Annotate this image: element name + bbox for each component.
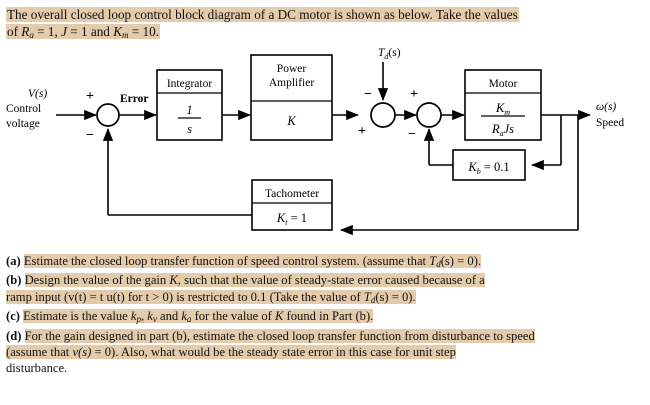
intro-tail: = 10. — [128, 24, 160, 39]
question-d-v: v(s) — [72, 345, 92, 360]
question-c-body: Estimate is the value kp, kv and ka for … — [23, 309, 374, 325]
intro-line-2-text: of Ra = 1, J = 1 and Km = 10. — [6, 24, 161, 40]
question-b-td: T — [363, 289, 371, 304]
question-d-l2-text2: = 0). Also, what would be the steady sta… — [91, 345, 456, 360]
motor-numerator: Km — [495, 101, 510, 117]
tachometer-block — [251, 179, 333, 231]
motor-denominator: RaJs — [491, 122, 514, 138]
question-c-kp: k — [130, 309, 137, 324]
summing-junction-1 — [96, 103, 120, 127]
tachometer-value: Kt = 1 — [276, 211, 307, 227]
question-b-k: K — [169, 273, 178, 288]
motor-block — [464, 69, 542, 141]
question-a: (a) Estimate the closed loop transfer fu… — [6, 253, 644, 272]
question-b-line2: ramp input (v(t) = t u(t) for t > 0) is … — [6, 289, 644, 308]
question-b-tag: (b) — [6, 273, 22, 288]
intro-j: J — [61, 24, 67, 39]
intro-km: K — [113, 24, 122, 39]
question-c-k: K — [275, 309, 284, 324]
integrator-title: Integrator — [167, 78, 213, 90]
question-b-body2: ramp input (v(t) = t u(t) for t > 0) is … — [6, 289, 416, 305]
question-c-kp-sub: p — [136, 314, 141, 325]
back-emf-block — [452, 149, 526, 181]
amplifier-value: K — [286, 114, 296, 128]
power-amplifier-block — [250, 54, 333, 141]
intro-ra: R — [21, 24, 30, 39]
output-label-line1: ω(s) — [596, 101, 616, 113]
integrator-denominator: s — [187, 122, 192, 136]
motor-title: Motor — [489, 78, 518, 90]
integrator-block — [156, 69, 223, 141]
question-c-kv: k — [147, 309, 153, 324]
error-label: Error — [120, 93, 149, 105]
question-a-text2: (s) = 0). — [440, 254, 482, 268]
question-d-line2: (assume that v(s) = 0). Also, what would… — [6, 344, 644, 360]
question-d-l2-text1: (assume that — [6, 345, 73, 360]
sum2-minus-sign: − — [364, 87, 372, 102]
question-d: (d) For the gain designed in part (b), e… — [6, 328, 644, 344]
intro-km-sub: m — [122, 30, 129, 40]
intro-line-2: of Ra = 1, J = 1 and Km = 10. — [6, 23, 644, 44]
question-b-td-sub: d — [370, 294, 376, 305]
question-c-ka-sub: a — [186, 314, 192, 325]
input-label-line1: V(s) — [28, 88, 47, 100]
sum1-plus-sign: + — [86, 89, 94, 104]
intro-mid1: = 1, — [33, 24, 62, 39]
question-b-text1: Design the value of the gain — [24, 273, 170, 288]
question-a-text1: Estimate the closed loop transfer functi… — [23, 254, 430, 268]
sum3-minus-sign: − — [408, 127, 416, 142]
question-d-body: For the gain designed in part (b), estim… — [24, 328, 535, 343]
intro-ra-sub: a — [29, 30, 34, 40]
input-label-line3: voltage — [6, 118, 40, 130]
question-c: (c) Estimate is the value kp, kv and ka … — [6, 308, 644, 327]
question-b-l2-text2: (s) = 0). — [375, 289, 416, 304]
question-c-kv-sub: v — [152, 314, 157, 325]
amplifier-title-line1: Power — [277, 63, 307, 75]
question-b-text2: , such that the value of steady-state er… — [177, 273, 485, 288]
question-d-tag: (d) — [6, 328, 22, 343]
sum1-minus-sign: − — [86, 128, 94, 143]
question-c-text4: for the value of — [191, 309, 275, 324]
input-label-line2: Control — [6, 103, 41, 115]
summing-junction-2 — [370, 102, 396, 128]
question-b: (b) Design the value of the gain K, such… — [6, 272, 644, 288]
intro-of: of — [7, 24, 22, 39]
amplifier-title-line2: Amplifier — [269, 77, 315, 89]
kb-label: Kb = 0.1 — [467, 160, 509, 176]
intro-mid2: = 1 and — [66, 24, 114, 39]
question-d-line3: disturbance. — [6, 360, 644, 376]
intro-text: The overall closed loop control block di… — [6, 6, 644, 44]
question-c-text2: , — [140, 309, 148, 324]
question-a-tag: (a) — [6, 254, 21, 268]
output-label-line2: Speed — [596, 117, 624, 129]
intro-line-1: The overall closed loop control block di… — [6, 6, 644, 23]
sum3-plus-sign: + — [410, 87, 418, 102]
question-c-text5: found in Part (b). — [283, 309, 374, 324]
questions-text: (a) Estimate the closed loop transfer fu… — [6, 253, 644, 377]
question-c-text1: Estimate is the value — [23, 309, 131, 324]
question-b-l2-text1: ramp input (v(t) = t u(t) for t > 0) is … — [6, 289, 364, 304]
tachometer-title: Tachometer — [265, 188, 319, 200]
question-a-td-sub: d — [436, 259, 441, 269]
question-c-text3: and — [156, 309, 182, 324]
integrator-numerator: 1 — [186, 103, 192, 117]
question-a-body: Estimate the closed loop transfer functi… — [23, 254, 482, 269]
question-a-td: T — [429, 254, 437, 268]
question-c-tag: (c) — [6, 309, 20, 324]
disturbance-label: Td(s) — [378, 47, 401, 61]
question-d-l3-text: disturbance. — [6, 361, 68, 376]
block-diagram: Integrator 1 s Power Amplifier K Td(s) −… — [0, 38, 650, 248]
question-c-ka: k — [181, 309, 187, 324]
sum2-plus-sign: + — [358, 124, 366, 139]
question-d-body2: (assume that v(s) = 0). Also, what would… — [6, 345, 456, 360]
intro-line-1-text: The overall closed loop control block di… — [6, 7, 519, 22]
summing-junction-3 — [416, 102, 442, 128]
question-b-body: Design the value of the gain K, such tha… — [24, 273, 485, 288]
